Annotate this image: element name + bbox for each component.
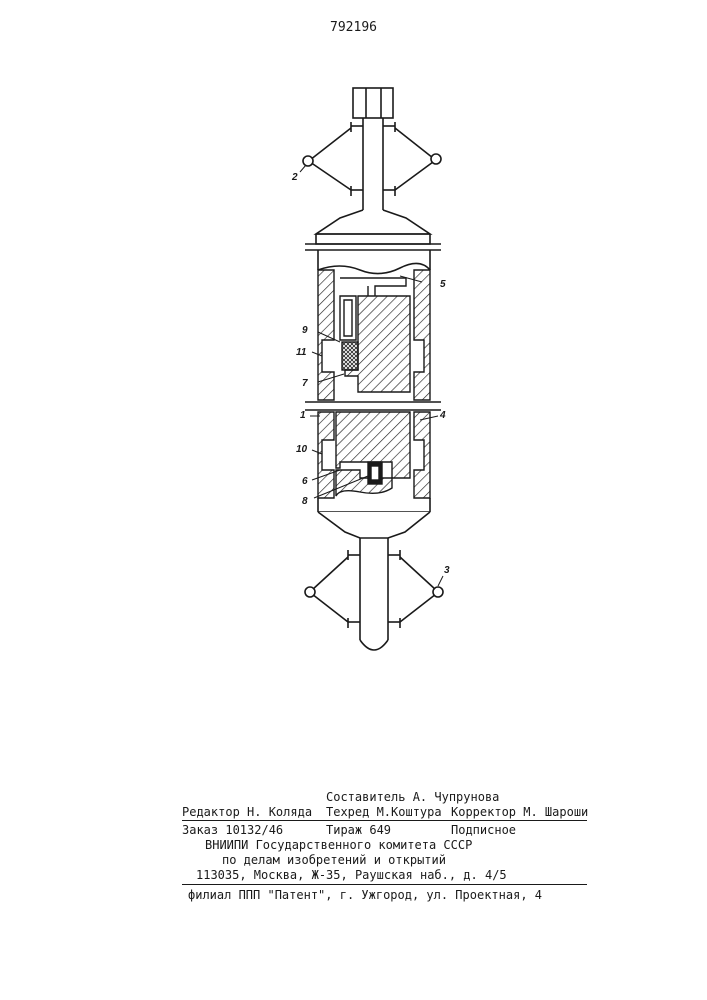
label-9: 9 [302,325,308,336]
top-nut [353,88,393,118]
label-10: 10 [296,444,308,455]
upper-spring-centralizer [303,122,441,196]
label-8: 8 [302,496,308,507]
org-line-2: по делам изобретений и открытий [222,853,446,867]
compiler-line: Составитель А. Чупрунова [326,790,499,804]
label-2: 2 [291,172,298,183]
label-7: 7 [302,378,308,389]
org-line-1: ВНИИПИ Государственного комитета СССР [205,838,472,852]
label-11: 11 [296,347,307,358]
subscription-line: Подписное [451,823,516,837]
circulation-line: Тираж 649 [326,823,391,837]
label-5: 5 [440,279,446,290]
label-6: 6 [302,476,308,487]
label-1: 1 [300,410,306,421]
insert-9 [342,342,358,370]
divider [182,820,587,821]
editor-line: Редактор Н. Коляда [182,805,312,819]
address-line: 113035, Москва, Ж-35, Раушская наб., д. … [196,868,507,882]
label-3: 3 [444,565,450,576]
divider [182,884,587,885]
corrector-line: Корректор М. Шароши [451,805,588,819]
techred-line: Техред М.Коштура [326,805,442,819]
order-line: Заказ 10132/46 [182,823,283,837]
branch-line: филиал ППП "Патент", г. Ужгород, ул. Про… [188,888,542,902]
lower-spring-centralizer [305,550,443,628]
label-4: 4 [439,410,446,421]
